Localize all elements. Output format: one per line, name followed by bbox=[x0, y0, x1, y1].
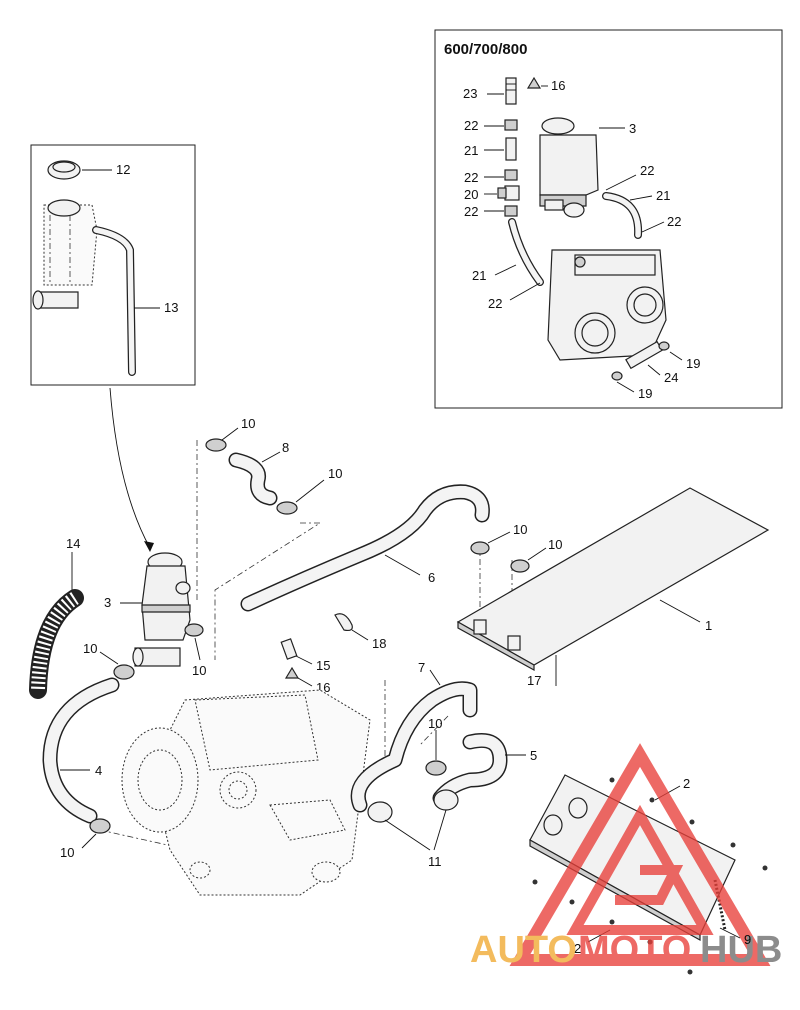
reservoir-part-3-inset bbox=[539, 117, 599, 218]
callout-3-inset: 3 bbox=[629, 121, 636, 136]
vent-hose-part-13 bbox=[92, 226, 136, 376]
coupler-part-11 bbox=[367, 801, 393, 823]
clamp-part-19 bbox=[658, 341, 670, 351]
clamp-part-10 bbox=[510, 559, 530, 573]
reservoir-part-3 bbox=[132, 552, 191, 667]
screws-part-2 bbox=[532, 777, 768, 975]
clamp-part-22 bbox=[504, 205, 518, 217]
inset-arrow bbox=[109, 387, 151, 549]
inset-right-title: 600/700/800 bbox=[444, 41, 527, 58]
clamp-part-10 bbox=[425, 760, 447, 776]
throttle-body-assembly bbox=[547, 249, 667, 361]
callout-10-d: 10 bbox=[241, 416, 255, 431]
callout-19-b: 19 bbox=[638, 386, 652, 401]
hose-part-21 bbox=[505, 137, 517, 161]
callout-4: 4 bbox=[95, 763, 102, 778]
callout-10-g: 10 bbox=[548, 537, 562, 552]
callout-22-d: 22 bbox=[640, 163, 654, 178]
watermark-triangle bbox=[509, 743, 771, 966]
callout-16-inset: 16 bbox=[551, 78, 565, 93]
clamp-part-10 bbox=[276, 501, 298, 515]
fitting-stack bbox=[497, 76, 542, 217]
callout-10-e: 10 bbox=[328, 466, 342, 481]
engine-block bbox=[121, 689, 371, 896]
callout-9-top: 9 bbox=[744, 932, 751, 947]
callout-22-e: 22 bbox=[667, 214, 681, 229]
inset-right-frame bbox=[434, 29, 783, 409]
callout-15: 15 bbox=[316, 658, 330, 673]
callout-18: 18 bbox=[372, 636, 386, 651]
callout-1: 1 bbox=[705, 618, 712, 633]
corrugated-hose-part-14 bbox=[29, 589, 84, 699]
inset-right: 600/700/800 bbox=[434, 29, 783, 409]
callout-13: 13 bbox=[164, 300, 178, 315]
inset-left-frame bbox=[30, 144, 196, 386]
clamp-part-10 bbox=[89, 818, 111, 834]
routing-line bbox=[99, 829, 191, 851]
callout-17: 17 bbox=[527, 673, 541, 688]
callout-23: 23 bbox=[463, 86, 477, 101]
callout-19-a: 19 bbox=[686, 356, 700, 371]
hose-part-8 bbox=[228, 452, 278, 506]
callout-2-a: 2 bbox=[683, 776, 690, 791]
plug-part-16 bbox=[284, 666, 300, 679]
hose-part-4 bbox=[42, 677, 120, 824]
callout-14: 14 bbox=[66, 536, 80, 551]
callout-20: 20 bbox=[464, 187, 478, 202]
callout-2-b: 2 bbox=[574, 941, 581, 956]
callout-22-a: 22 bbox=[464, 118, 478, 133]
watermark-text-moto: MOTO bbox=[578, 929, 691, 971]
callout-12: 12 bbox=[116, 162, 130, 177]
hose-part-5 bbox=[432, 733, 508, 806]
callout-6: 6 bbox=[428, 570, 435, 585]
callout-5: 5 bbox=[530, 748, 537, 763]
hose-part-6 bbox=[240, 484, 490, 612]
routing-line bbox=[419, 715, 449, 746]
callout-7: 7 bbox=[418, 660, 425, 675]
callout-21-a: 21 bbox=[464, 143, 478, 158]
clamp-part-22 bbox=[504, 119, 518, 131]
callout-10-h: 10 bbox=[428, 716, 442, 731]
tee-fitting-part-20 bbox=[504, 185, 520, 201]
callout-10-c: 10 bbox=[192, 663, 206, 678]
callout-10-a: 10 bbox=[83, 641, 97, 656]
clamp-part-10 bbox=[205, 438, 227, 452]
inset-left: 12 13 bbox=[30, 144, 196, 386]
tee-side bbox=[497, 187, 507, 199]
watermark-text-auto: AUTO bbox=[470, 929, 577, 971]
watermark-logo: AUTO MOTO HUB bbox=[470, 743, 782, 971]
coupler-part-11 bbox=[433, 789, 459, 811]
callout-10-b: 10 bbox=[60, 845, 74, 860]
plug-part-16 bbox=[526, 76, 542, 89]
inset-arrowhead bbox=[144, 541, 154, 552]
callout-21-b: 21 bbox=[656, 188, 670, 203]
callout-10-f: 10 bbox=[513, 522, 527, 537]
clamp-part-22 bbox=[504, 169, 518, 181]
heat-exchanger-part-1 bbox=[456, 487, 770, 672]
callout-22-b: 22 bbox=[464, 170, 478, 185]
clip-part-18 bbox=[334, 613, 353, 632]
reservoir-cap-part-12 bbox=[47, 160, 81, 180]
clamp-part-10 bbox=[113, 664, 135, 680]
callout-22-f: 22 bbox=[488, 296, 502, 311]
hose-part-7 bbox=[350, 681, 478, 813]
callout-3: 3 bbox=[104, 595, 111, 610]
watermark-text-hub: HUB bbox=[700, 929, 782, 971]
reservoir-detail bbox=[32, 199, 98, 310]
sensor-part-15 bbox=[280, 638, 298, 660]
routing-line bbox=[214, 522, 322, 660]
callout-21-c: 21 bbox=[472, 268, 486, 283]
clamp-part-10 bbox=[184, 623, 204, 637]
fitting-part-23 bbox=[505, 77, 517, 105]
callout-22-c: 22 bbox=[464, 204, 478, 219]
clamp-part-10 bbox=[470, 541, 490, 555]
callout-8: 8 bbox=[282, 440, 289, 455]
clamp-part-19 bbox=[611, 371, 623, 381]
callout-24: 24 bbox=[664, 370, 678, 385]
callout-11: 11 bbox=[428, 854, 442, 869]
